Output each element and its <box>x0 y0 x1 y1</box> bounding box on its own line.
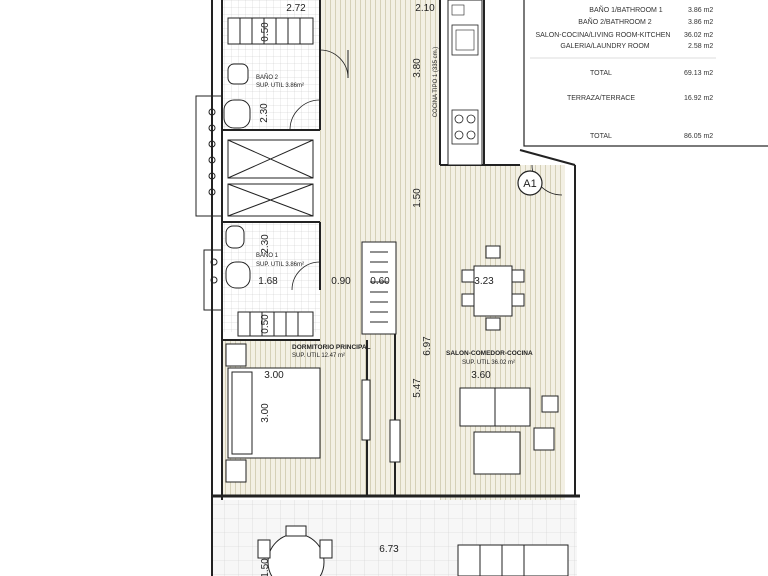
legend-grand-total-value: 86.05 m2 <box>684 133 713 140</box>
legend-terrace-value: 16.92 m2 <box>684 95 713 102</box>
legend-row-3-value: 36.02 m2 <box>684 32 713 39</box>
legend-row-2-name: BAÑO 2/BATHROOM 2 <box>578 17 651 26</box>
bath1-name: BAÑO 1 <box>256 252 279 259</box>
area-legend: BAÑO 1/BATHROOM 1 3.86 m2 BAÑO 2/BATHROO… <box>523 0 768 147</box>
bedroom-name: DORMITORIO PRINCIPAL <box>292 344 371 351</box>
dim-living-height: 5.47 <box>412 378 423 398</box>
legend-total-label: TOTAL <box>590 70 612 77</box>
dim-top-right: 2.10 <box>415 3 435 14</box>
room-labels: BAÑO 2 SUP. UTIL 3.86m² BAÑO 1 SUP. UTIL… <box>256 47 533 366</box>
dim-kitchen-length: 3.80 <box>412 58 423 78</box>
bath1-area: SUP. UTIL 3.86m² <box>256 262 304 268</box>
hall-closet <box>319 49 563 335</box>
legend-row-1-name: BAÑO 1/BATHROOM 1 <box>589 5 662 14</box>
bathroom-1-fixtures <box>225 225 321 337</box>
dimensions: 2.72 2.10 0.50 2.30 3.80 1.50 2.30 1.68 … <box>258 3 494 576</box>
dim-bath2-height: 2.30 <box>259 103 270 123</box>
legend-row-3-name: SALON-COCINA/LIVING ROOM-KITCHEN <box>536 32 671 39</box>
walls <box>211 0 580 576</box>
dim-bath1-height: 2.30 <box>260 234 271 254</box>
living-furniture <box>389 387 559 475</box>
legend-total-value: 69.13 m2 <box>684 70 713 77</box>
legend-terrace-label: TERRAZA/TERRACE <box>567 95 635 102</box>
bathroom-2-fixtures <box>223 17 321 217</box>
dim-top-left: 2.72 <box>286 3 306 14</box>
dim-bed-width: 3.00 <box>264 370 284 381</box>
dim-terrace-width: 6.73 <box>379 544 399 555</box>
dim-closet-width: 0.60 <box>370 276 390 287</box>
legend-row-4-name: GALERIA/LAUNDRY ROOM <box>560 43 649 50</box>
living-area: SUP. UTIL 36.02 m² <box>462 360 515 366</box>
dim-terrace-height: 1.50 <box>260 558 271 576</box>
legend-row-2-value: 3.86 m2 <box>688 19 713 26</box>
kitchen-counter <box>447 0 483 166</box>
terrace-furniture <box>257 525 569 576</box>
dim-wardrobe-top: 0.50 <box>260 22 271 42</box>
bath2-name: BAÑO 2 <box>256 74 279 81</box>
living-name: SALON-COMEDOR-COCINA <box>446 350 533 357</box>
dining-set <box>461 245 525 331</box>
bath2-area: SUP. UTIL 3.86m² <box>256 83 304 89</box>
dim-hall: 1.50 <box>412 188 423 208</box>
bedroom-furniture <box>225 343 371 483</box>
unit-tag: A1 <box>517 170 543 196</box>
bedroom-area: SUP. UTIL 12.47 m² <box>292 353 345 359</box>
legend-row-1-value: 3.86 m2 <box>688 7 713 14</box>
dim-passage-width: 0.90 <box>331 276 351 287</box>
kitchen-label: COCINA TIPO 1 (335 cm.) <box>433 47 439 118</box>
legend-grand-total-label: TOTAL <box>590 133 612 140</box>
dim-total-height: 6.97 <box>422 336 433 356</box>
dim-bath1-width: 1.68 <box>258 276 278 287</box>
unit-tag-label: A1 <box>523 178 536 190</box>
legend-row-4-value: 2.58 m2 <box>688 43 713 50</box>
dim-living-width: 3.60 <box>471 370 491 381</box>
dim-bed-height: 3.00 <box>260 403 271 423</box>
dim-dining-width: 3.23 <box>474 276 494 287</box>
dim-wardrobe-bottom: 0.50 <box>260 314 271 334</box>
outer-shaft <box>195 95 223 311</box>
